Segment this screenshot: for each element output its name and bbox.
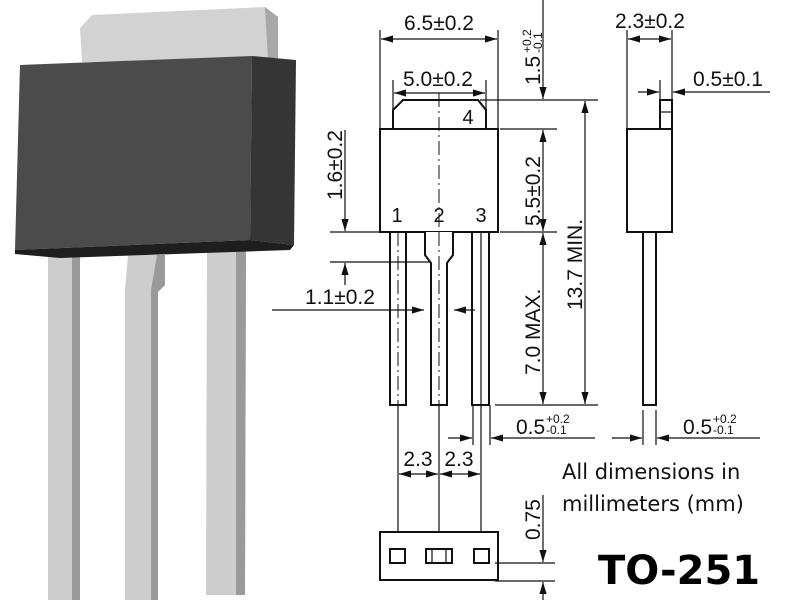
svg-text:1.5: 1.5 [522, 56, 545, 85]
svg-text:0.5: 0.5 [683, 416, 712, 439]
heatsink-tab [80, 7, 278, 62]
svg-text:-0.1: -0.1 [546, 423, 567, 437]
bottom-lead-2 [425, 548, 453, 564]
dim-body-thickness: 2.3±0.2 [615, 10, 685, 33]
dim-tab-height: 1.5 +0.2 -0.1 [520, 29, 545, 85]
front-tab [392, 99, 487, 129]
side-tab [659, 99, 673, 130]
dim-lead-wide: 1.1±0.2 [305, 286, 375, 309]
front-view: 1 2 3 4 [379, 93, 499, 406]
side-lead [642, 231, 657, 406]
side-body [626, 128, 673, 233]
units-note-line-2: millimeters (mm) [562, 492, 744, 516]
side-view: 2.3±0.2 0.5±0.1 0.5 +0.2 -0.1 [612, 10, 770, 445]
pin-label-4: 4 [462, 107, 473, 129]
dim-lead-length: 7.0 MAX. [522, 289, 545, 375]
dim-lead-thickness: 0.5 +0.2 -0.1 [683, 412, 737, 439]
dim-lead-shoulder: 1.6±0.2 [324, 130, 347, 200]
svg-text:0.5: 0.5 [516, 416, 545, 439]
dim-bottom-offset: 0.75 [522, 499, 545, 540]
svg-text:-0.1: -0.1 [713, 423, 734, 437]
body-side [250, 56, 296, 245]
bottom-lead-3 [473, 548, 490, 564]
dim-pitch-right: 2.3 [444, 448, 473, 471]
body-front [15, 56, 252, 250]
svg-text:+0.2: +0.2 [520, 29, 534, 53]
svg-text:+0.2: +0.2 [713, 412, 737, 426]
heatsink-tab-side [265, 7, 278, 60]
pin-label-1: 1 [391, 205, 402, 227]
lead-2 [125, 255, 165, 600]
front-dimensions: 6.5±0.2 5.0±0.2 1.5 +0.2 -0.1 5.5±0.2 7.… [272, 0, 598, 560]
units-note-line-1: All dimensions in [562, 460, 740, 484]
body-bottom [15, 240, 294, 258]
dim-tab-thickness: 0.5±0.1 [693, 68, 763, 91]
lead-1-side [72, 255, 80, 600]
lead-3-side [236, 250, 246, 595]
lead-2-side [151, 255, 165, 600]
bottom-view: 0.75 [379, 495, 555, 600]
dim-body-height: 5.5±0.2 [522, 156, 545, 226]
dim-lead-width: 0.5 +0.2 -0.1 [516, 412, 570, 439]
pin-label-3: 3 [475, 205, 486, 227]
package-3d-render [15, 7, 296, 600]
pin-label-2: 2 [433, 205, 444, 227]
svg-text:+0.2: +0.2 [546, 412, 570, 426]
dim-tab-width: 5.0±0.2 [403, 68, 473, 91]
bottom-lead-1 [389, 548, 406, 564]
dim-overall-height: 13.7 MIN. [564, 219, 587, 310]
dim-pitch-left: 2.3 [403, 448, 432, 471]
svg-text:-0.1: -0.1 [531, 32, 545, 53]
package-title: TO-251 [598, 548, 760, 594]
dim-body-width: 6.5±0.2 [404, 12, 474, 35]
